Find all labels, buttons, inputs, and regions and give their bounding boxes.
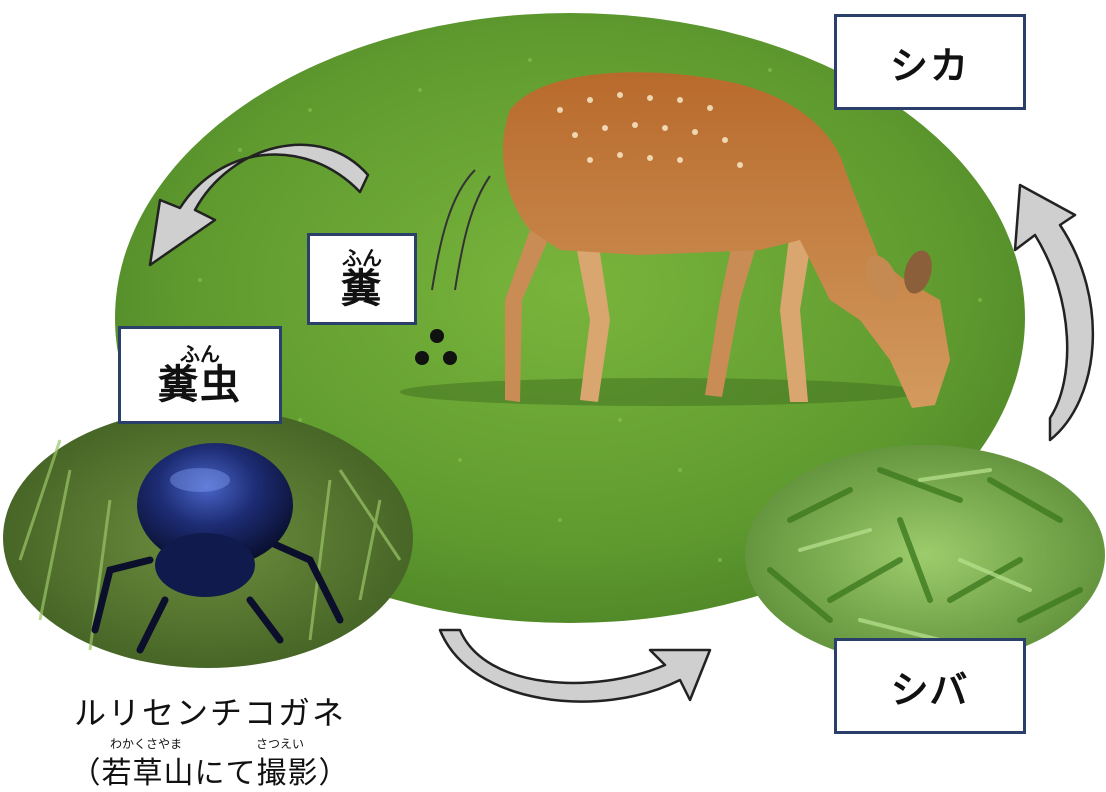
cycle-arrows [148,143,1095,703]
place-caption: （若草山にて撮影） [70,756,350,791]
dung-label-text: 糞 [341,266,383,312]
dung-label: ふん 糞 [307,233,417,325]
arrow-deer-to-beetle [148,143,370,267]
grass-label: シバ [834,638,1026,734]
grass-photo [745,445,1105,665]
motion-lines [431,169,491,291]
arrow-beetle-to-grass [438,628,712,703]
place-ruby-2: さつえい [256,737,305,751]
grass-label-text: シバ [890,667,970,712]
deer-label: シカ [834,14,1026,110]
arrow-grass-to-deer [1013,183,1095,442]
species-caption: ルリセンチコガネ [73,694,346,732]
place-ruby-1: わかくさやま [110,737,183,751]
dung-label-ruby: ふん [342,246,382,270]
dung-pellets [415,329,457,365]
dung-beetle-label-ruby: ふん [180,342,220,366]
dung-beetle-label: ふん 糞虫 [118,326,282,424]
dung-beetle-label-text: 糞虫 [158,362,242,408]
deer-illustration [400,72,950,408]
deer-label-text: シカ [889,43,970,88]
beetle-photo [3,408,413,668]
